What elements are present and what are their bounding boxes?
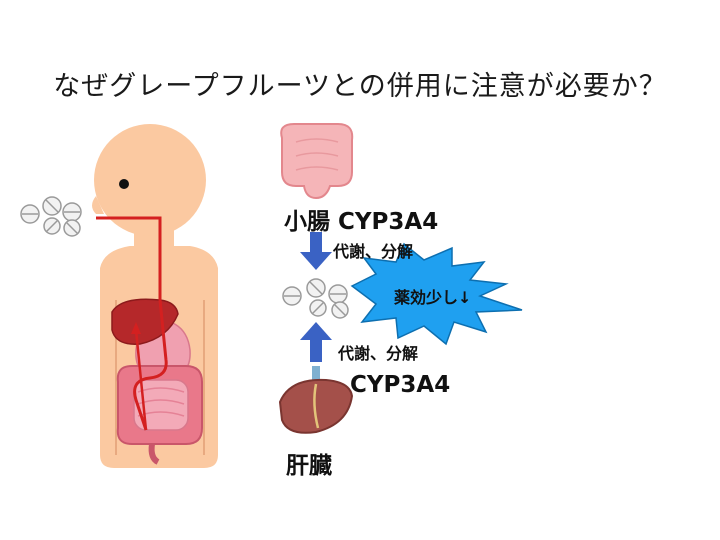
pill-icon xyxy=(309,299,327,317)
intestine-metabolism-label: 代謝、分解 xyxy=(333,242,414,261)
pill-icon xyxy=(20,204,40,224)
intestine-icon xyxy=(280,123,354,200)
pills-near-mouth xyxy=(20,196,82,237)
liver-label: 肝臓 xyxy=(286,453,332,479)
arrow-down-from-intestine xyxy=(300,232,332,270)
eye xyxy=(119,179,129,189)
effect-burst-shape xyxy=(350,242,523,346)
mouth-area xyxy=(92,196,104,214)
pill-icon xyxy=(63,219,81,237)
small-intestine-body xyxy=(133,379,189,431)
pills-middle xyxy=(282,278,349,319)
esophagus-path xyxy=(96,216,162,300)
pill-icon xyxy=(282,286,302,306)
human-body-illustration xyxy=(92,124,218,468)
liver-enzyme-label: CYP3A4 xyxy=(350,372,451,398)
liver-metabolism-label: 代謝、分解 xyxy=(338,344,419,363)
pill-icon xyxy=(42,196,62,216)
pill-icon xyxy=(306,278,326,298)
absorption-path xyxy=(134,329,148,431)
liver-icon xyxy=(278,366,354,434)
pill-icon xyxy=(331,301,349,319)
pill-icon xyxy=(328,284,348,304)
absorption-arrowhead xyxy=(131,322,141,334)
head xyxy=(94,124,206,236)
rectum xyxy=(148,443,160,465)
page-title: なぜグレープフルーツとの併用に注意が必要か？ xyxy=(53,71,667,102)
pill-icon xyxy=(43,217,61,235)
small-intestine-label: 小腸 CYP3A4 xyxy=(284,209,439,235)
arrow-up-from-liver xyxy=(300,322,332,362)
effect-decrease-label: 薬効少し↓ xyxy=(394,288,472,307)
digestive-path xyxy=(133,299,168,431)
pill-icon xyxy=(62,202,82,222)
